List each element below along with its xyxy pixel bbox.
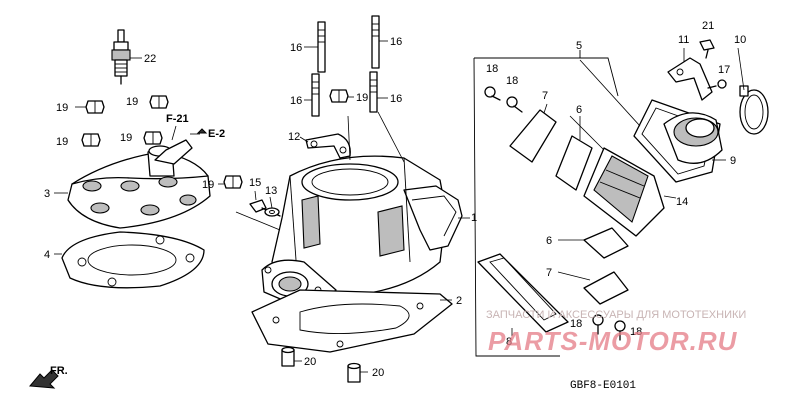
label-1: 1 bbox=[471, 212, 477, 224]
label-16-b: 16 bbox=[390, 36, 402, 48]
label-19-e: 19 bbox=[202, 179, 214, 191]
spark-plug bbox=[111, 29, 142, 85]
reed-petal-7-b bbox=[557, 271, 629, 305]
washer-13 bbox=[264, 196, 280, 217]
nut-19-a bbox=[75, 100, 105, 114]
label-13: 13 bbox=[265, 185, 277, 197]
nut-19-c bbox=[81, 133, 101, 147]
clamp-band bbox=[737, 47, 769, 135]
reference-f21: F-21 bbox=[166, 113, 189, 125]
cylinder bbox=[261, 155, 470, 305]
bolt-21 bbox=[699, 39, 715, 59]
label-4: 4 bbox=[44, 249, 50, 261]
bolt-18-d bbox=[614, 320, 626, 341]
label-21: 21 bbox=[702, 20, 714, 32]
screw-17 bbox=[707, 79, 727, 89]
label-20-a: 20 bbox=[304, 356, 316, 368]
bolt-18-b bbox=[506, 96, 523, 113]
reed-valve-body bbox=[583, 147, 677, 237]
label-18-a: 18 bbox=[486, 63, 498, 75]
base-gasket bbox=[251, 289, 453, 353]
label-5: 5 bbox=[576, 40, 582, 52]
callout-labels: 1 2 3 4 5 6 6 7 7 8 9 10 11 12 13 14 15 … bbox=[44, 20, 746, 379]
bracket bbox=[299, 133, 351, 159]
stud-16-b bbox=[371, 15, 388, 69]
reed-valve-gasket bbox=[477, 253, 569, 336]
bracket-11 bbox=[667, 48, 713, 101]
nut-19-d bbox=[143, 131, 163, 145]
label-19-f: 19 bbox=[356, 92, 368, 104]
reference-e2: E-2 bbox=[208, 128, 225, 140]
reed-valve-outline bbox=[473, 50, 619, 357]
label-6-a: 6 bbox=[576, 104, 582, 116]
front-direction-arrow bbox=[29, 369, 59, 389]
watermark: ЗАПЧАСТИ И АКСЕССУАРЫ ДЛЯ МОТОТЕХНИКИ PA… bbox=[486, 309, 746, 356]
label-14: 14 bbox=[676, 196, 688, 208]
label-18-b: 18 bbox=[506, 75, 518, 87]
label-20-b: 20 bbox=[372, 367, 384, 379]
label-6-b: 6 bbox=[546, 235, 552, 247]
watermark-tagline: ЗАПЧАСТИ И АКСЕССУАРЫ ДЛЯ МОТОТЕХНИКИ bbox=[486, 309, 746, 321]
label-16-c: 16 bbox=[290, 95, 302, 107]
label-15: 15 bbox=[249, 177, 261, 189]
label-19-a: 19 bbox=[56, 102, 68, 114]
label-3: 3 bbox=[44, 188, 50, 200]
label-17: 17 bbox=[718, 64, 730, 76]
dowel-pin-20-b bbox=[347, 362, 368, 383]
label-16-a: 16 bbox=[290, 42, 302, 54]
front-marker-label: FR. bbox=[50, 365, 68, 377]
label-19-b: 19 bbox=[126, 96, 138, 108]
bolt-18-c bbox=[592, 314, 604, 335]
label-18-d: 18 bbox=[630, 326, 642, 338]
label-22: 22 bbox=[144, 53, 156, 65]
label-8: 8 bbox=[506, 336, 512, 348]
label-19-d: 19 bbox=[120, 132, 132, 144]
diagram-code: GBF8-E0101 bbox=[570, 380, 636, 392]
label-16-d: 16 bbox=[390, 93, 402, 105]
label-7-b: 7 bbox=[546, 267, 552, 279]
nut-19-e bbox=[218, 175, 243, 189]
stud-16-a bbox=[304, 21, 326, 73]
label-7-a: 7 bbox=[542, 90, 548, 102]
label-11: 11 bbox=[678, 34, 689, 46]
cylinder-head bbox=[54, 139, 211, 229]
dowel-pin-20-a bbox=[281, 346, 302, 367]
label-9: 9 bbox=[730, 155, 736, 167]
label-10: 10 bbox=[734, 34, 746, 46]
stud-16-d bbox=[369, 71, 388, 113]
nut-19-b bbox=[149, 95, 169, 109]
label-19-c: 19 bbox=[56, 136, 68, 148]
watermark-brand: PARTS-MOTOR.RU bbox=[488, 326, 738, 356]
nut-19-f bbox=[329, 89, 354, 103]
label-18-c: 18 bbox=[570, 318, 582, 330]
stud-16-c bbox=[304, 73, 320, 117]
head-gasket bbox=[54, 231, 205, 289]
bolt-18-a bbox=[484, 86, 501, 101]
label-2: 2 bbox=[456, 295, 462, 307]
reed-stopper-6-b bbox=[558, 227, 629, 259]
intake-insulator bbox=[633, 99, 726, 183]
label-12: 12 bbox=[288, 131, 300, 143]
reed-petal-7-a bbox=[509, 103, 557, 163]
reed-stopper-6-a bbox=[555, 116, 593, 191]
